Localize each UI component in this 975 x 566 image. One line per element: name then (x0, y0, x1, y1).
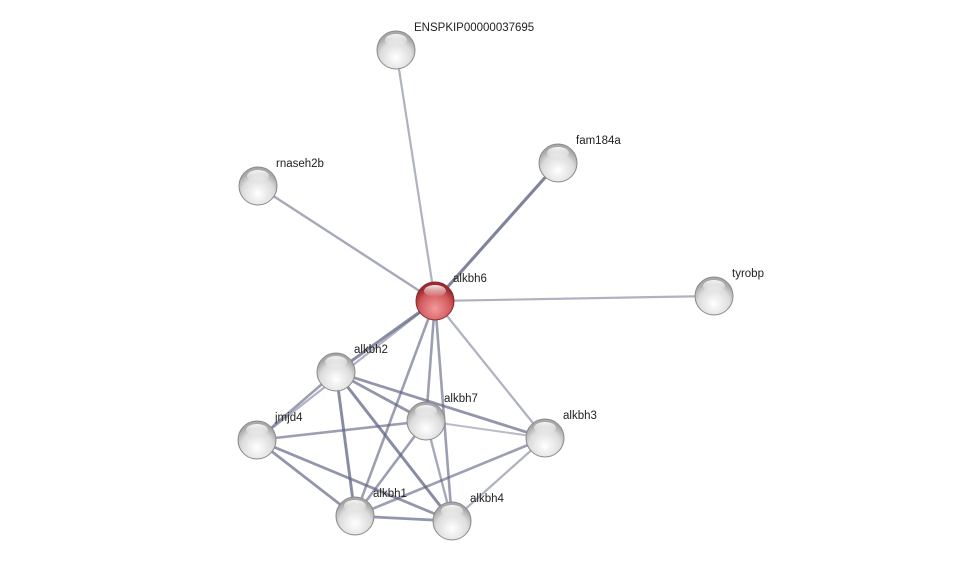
node-highlight (547, 147, 569, 159)
edge-alkbh6-alkbh4[interactable] (433, 300, 454, 522)
edge-alkbh2-alkbh4[interactable] (334, 371, 454, 522)
node-label: alkbh7 (444, 393, 478, 405)
node-jmjd4[interactable]: jmjd4 (237, 412, 303, 460)
edge-alkbh3-alkbh4[interactable] (451, 437, 546, 522)
node-highlight (385, 34, 407, 46)
node-label: jmjd4 (274, 412, 303, 424)
node-label: alkbh3 (563, 410, 597, 422)
node-alkbh4[interactable]: alkbh4 (432, 493, 504, 541)
edge-alkbh7-alkbh1[interactable] (353, 420, 428, 517)
node-alkbh6[interactable]: alkbh6 (415, 273, 487, 321)
node-label: tyrobp (732, 268, 764, 280)
node-highlight (246, 424, 268, 436)
node-highlight (703, 280, 725, 292)
node-highlight (247, 170, 269, 182)
edge-alkbh6-fam184a[interactable] (433, 161, 560, 303)
node-highlight (415, 405, 437, 417)
node-alkbh1[interactable]: alkbh1 (335, 488, 407, 536)
node-label: alkbh4 (470, 493, 504, 505)
edge-jmjd4-alkbh1[interactable] (256, 438, 356, 518)
node-tyrobp[interactable]: tyrobp (694, 268, 764, 316)
node-label: alkbh1 (373, 488, 407, 500)
node-alkbh2[interactable]: alkbh2 (316, 344, 388, 392)
node-label: alkbh2 (354, 344, 388, 356)
node-highlight (424, 285, 446, 297)
node-ENSPKIP00000037695[interactable]: ENSPKIP00000037695 (376, 22, 534, 70)
edge-jmjd4-alkbh7[interactable] (256, 419, 427, 442)
node-alkbh7[interactable]: alkbh7 (406, 393, 478, 441)
edge-alkbh7-alkbh3[interactable] (425, 419, 546, 440)
node-highlight (441, 505, 463, 517)
edge-alkbh6-tyrobp[interactable] (434, 294, 715, 303)
node-label: fam184a (576, 135, 621, 147)
node-label: alkbh6 (453, 273, 487, 285)
node-highlight (534, 422, 556, 434)
node-rnaseh2b[interactable]: rnaseh2b (238, 158, 324, 206)
edge-alkbh2-alkbh3[interactable] (335, 370, 546, 440)
node-fam184a[interactable]: fam184a (538, 135, 621, 183)
node-label: ENSPKIP00000037695 (414, 22, 534, 34)
node-label: rnaseh2b (276, 158, 324, 170)
edge-alkbh6-ENSPKIP00000037695[interactable] (394, 49, 437, 302)
node-alkbh3[interactable]: alkbh3 (525, 410, 597, 458)
edge-alkbh6-alkbh3[interactable] (434, 300, 546, 439)
edge-alkbh3-alkbh1[interactable] (354, 436, 546, 518)
node-highlight (344, 500, 366, 512)
edge-alkbh2-alkbh1[interactable] (334, 371, 357, 517)
edge-alkbh6-alkbh1[interactable] (353, 300, 437, 517)
node-highlight (325, 356, 347, 368)
edge-alkbh6-alkbh2[interactable] (335, 299, 436, 374)
edge-jmjd4-alkbh4[interactable] (256, 438, 453, 523)
edge-alkbh6-rnaseh2b[interactable] (257, 184, 436, 303)
